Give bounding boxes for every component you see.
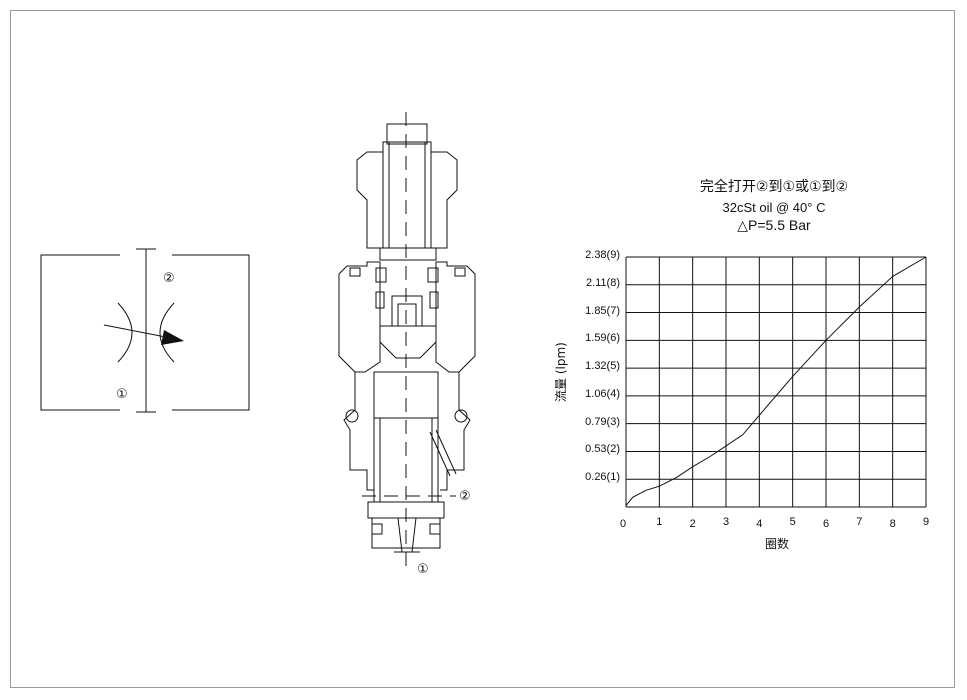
section-port-2-label: ② (459, 489, 471, 504)
y-tick-label: 1.59(6) (585, 332, 620, 345)
section-port-1-label: ① (417, 562, 429, 577)
x-tick-label: 3 (722, 516, 730, 528)
y-tick-label: 0.53(2) (585, 443, 620, 456)
x-tick-label: 5 (789, 516, 796, 528)
x-tick-label: 9 (922, 516, 930, 528)
y-tick-label: 2.11(8) (585, 276, 620, 289)
x-tick-label: 6 (822, 518, 830, 530)
chart-y-axis-label: 流量 (lpm) (554, 342, 568, 402)
chart-title-block: 完全打开②到①或①到② 32cSt oil @ 40° C △P=5.5 Bar (624, 178, 924, 233)
y-tick-label: 1.06(4) (585, 387, 620, 400)
x-tick-label: 2 (689, 518, 696, 530)
y-tick-label: 1.85(7) (585, 304, 620, 317)
page-frame (10, 10, 955, 688)
y-tick-label: 1.32(5) (585, 360, 620, 373)
x-tick-label: 0 (619, 518, 627, 530)
y-tick-label: 2.38(9) (585, 249, 620, 261)
x-tick-label: 7 (856, 516, 863, 528)
y-tick-label: 0.79(3) (585, 415, 620, 428)
y-tick-label: 0.26(1) (585, 471, 620, 484)
x-tick-label: 8 (889, 518, 896, 530)
x-tick-label: 4 (756, 518, 763, 530)
chart-x-axis-label: 圈数 (765, 537, 790, 551)
symbol-port-1-label: ① (116, 387, 128, 402)
chart-subtitle-pressure: △P=5.5 Bar (737, 217, 811, 233)
x-tick-label: 1 (656, 516, 663, 528)
chart-title: 完全打开②到①或①到② (699, 179, 849, 195)
chart-subtitle-oil: 32cSt oil @ 40° C (722, 200, 826, 215)
symbol-port-2-label: ② (163, 271, 175, 286)
